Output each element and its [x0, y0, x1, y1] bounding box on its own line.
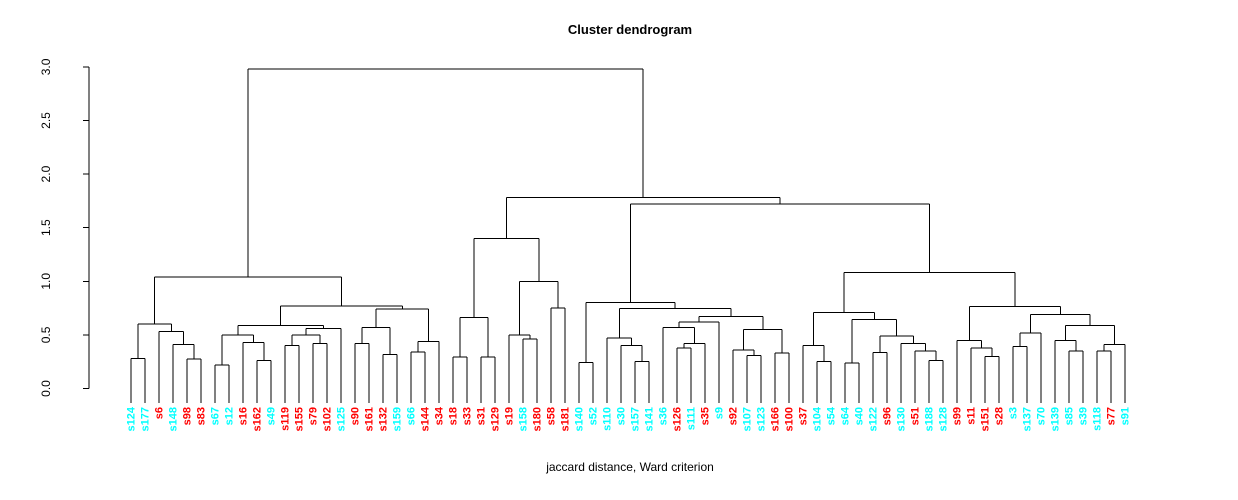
- leaf-label: s181: [560, 407, 572, 431]
- leaf-label: s58: [546, 407, 558, 425]
- leaf-label: s36: [658, 407, 670, 425]
- svg-text:1.0: 1.0: [39, 273, 53, 290]
- leaf-label: s177: [140, 407, 152, 431]
- leaf-label: s6: [154, 407, 166, 419]
- leaf-label: s126: [672, 407, 684, 431]
- leaf-label: s83: [196, 407, 208, 425]
- svg-text:0.5: 0.5: [39, 326, 53, 343]
- leaf-label: s151: [980, 407, 992, 431]
- leaf-label: s66: [406, 407, 418, 425]
- leaf-label: s137: [1022, 407, 1034, 431]
- leaf-label: s125: [336, 407, 348, 431]
- leaf-label: s77: [1106, 407, 1118, 425]
- leaf-label: s12: [224, 407, 236, 425]
- leaf-label: s122: [868, 407, 880, 431]
- leaf-label: s118: [1092, 407, 1104, 431]
- leaf-label: s158: [518, 407, 530, 431]
- chart-title: Cluster dendrogram: [567, 22, 693, 37]
- leaf-label: s11: [966, 407, 978, 425]
- chart-subtitle: jaccard distance, Ward criterion: [546, 460, 714, 474]
- leaf-label: s159: [392, 407, 404, 431]
- leaf-label: s140: [574, 407, 586, 431]
- leaf-label: s52: [588, 407, 600, 425]
- leaf-label: s98: [182, 407, 194, 425]
- leaf-label: s119: [280, 407, 292, 431]
- leaf-label: s19: [504, 407, 516, 425]
- leaf-label: s132: [378, 407, 390, 431]
- leaf-label: s180: [532, 407, 544, 431]
- leaf-label: s16: [238, 407, 250, 425]
- leaf-label: s64: [840, 406, 852, 425]
- leaf-label: s161: [364, 407, 376, 431]
- leaf-label: s31: [476, 407, 488, 425]
- leaf-label: s96: [882, 407, 894, 425]
- svg-text:2.0: 2.0: [39, 165, 53, 182]
- svg-text:1.5: 1.5: [39, 219, 53, 236]
- leaf-label: s92: [728, 407, 740, 425]
- leaf-label: s85: [1064, 407, 1076, 425]
- svg-text:2.5: 2.5: [39, 112, 53, 129]
- leaf-label: s40: [854, 407, 866, 425]
- leaf-label: s123: [756, 407, 768, 431]
- leaf-label: s79: [308, 407, 320, 425]
- leaf-label: s39: [1078, 407, 1090, 425]
- leaf-label: s148: [168, 407, 180, 431]
- leaf-label: s128: [938, 407, 950, 431]
- leaf-label: s157: [630, 407, 642, 431]
- leaf-label: s129: [490, 407, 502, 431]
- leaf-label: s162: [252, 407, 264, 431]
- leaf-label: s3: [1008, 407, 1020, 419]
- leaf-label: s67: [210, 407, 222, 425]
- leaf-label: s104: [812, 406, 824, 431]
- leaf-label: s99: [952, 407, 964, 425]
- leaf-label: s49: [266, 407, 278, 425]
- leaf-label: s166: [770, 407, 782, 431]
- svg-text:3.0: 3.0: [39, 58, 53, 75]
- svg-text:0.0: 0.0: [39, 380, 53, 397]
- leaf-label: s30: [616, 407, 628, 425]
- leaf-label: s139: [1050, 407, 1062, 431]
- leaf-label: s124: [126, 406, 138, 431]
- leaf-label: s28: [994, 407, 1006, 425]
- leaf-label: s102: [322, 407, 334, 431]
- leaf-label: s188: [924, 407, 936, 431]
- leaf-label: s90: [350, 407, 362, 425]
- leaf-label: s37: [798, 407, 810, 425]
- leaf-label: s107: [742, 407, 754, 431]
- leaf-label: s100: [784, 407, 796, 431]
- leaf-label: s33: [462, 407, 474, 425]
- leaf-label: s34: [434, 406, 446, 425]
- leaf-label: s141: [644, 407, 656, 431]
- leaf-label: s51: [910, 407, 922, 425]
- leaf-label: s70: [1036, 407, 1048, 425]
- leaf-label: s144: [420, 406, 432, 431]
- leaf-label: s91: [1120, 407, 1132, 425]
- leaf-label: s54: [826, 406, 838, 425]
- leaf-label: s110: [602, 407, 614, 431]
- leaf-label: s9: [714, 407, 726, 419]
- leaf-label: s111: [686, 407, 698, 430]
- leaf-label: s35: [700, 407, 712, 425]
- leaf-label: s155: [294, 407, 306, 431]
- leaf-label: s18: [448, 407, 460, 425]
- leaf-label: s130: [896, 407, 908, 431]
